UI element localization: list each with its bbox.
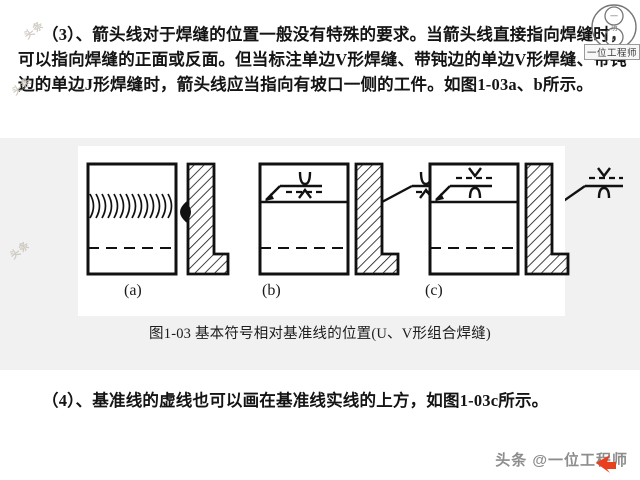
weld-symbol-c: [435, 167, 492, 201]
panel-c-front-view: [428, 162, 520, 276]
svg-text:功: 功: [611, 23, 618, 32]
weld-bead-hatching: [89, 193, 173, 219]
svg-text:e: e: [612, 34, 617, 43]
mouse-cursor-icon: [596, 455, 616, 473]
figure-label-a: (a): [124, 282, 142, 299]
panel-b-front-view: [258, 162, 350, 276]
weld-symbol-b: [265, 171, 322, 201]
brand-logo-label: 一位工程师: [583, 44, 640, 60]
figure-panel-labels: (a) (b) (c): [0, 282, 640, 308]
panel-b-section-view: [354, 162, 442, 276]
panel-a-section-view: [180, 162, 230, 276]
figure-label-c: (c): [425, 282, 443, 299]
panel-c-section-view: [524, 162, 570, 276]
paragraph-3: （3）、箭头线对于焊缝的位置一般没有特殊的要求。当箭头线直接指向焊缝时，可以指向…: [18, 25, 627, 94]
bottom-watermark: 头条 @一位工程师: [495, 452, 628, 469]
figure-caption: 图1-03 基本符号相对基准线的位置(U、V形组合焊缝): [149, 326, 491, 342]
paragraph-4: （4）、基准线的虚线也可以画在基准线实线的上方，如图1-03c所示。: [42, 391, 549, 410]
weld-symbol-c-section: [565, 167, 623, 202]
figure-label-b: (b): [262, 282, 281, 299]
svg-text:一: 一: [610, 12, 618, 21]
panel-a-front-view: [86, 162, 178, 276]
welding-symbol-figure: [86, 162, 570, 276]
